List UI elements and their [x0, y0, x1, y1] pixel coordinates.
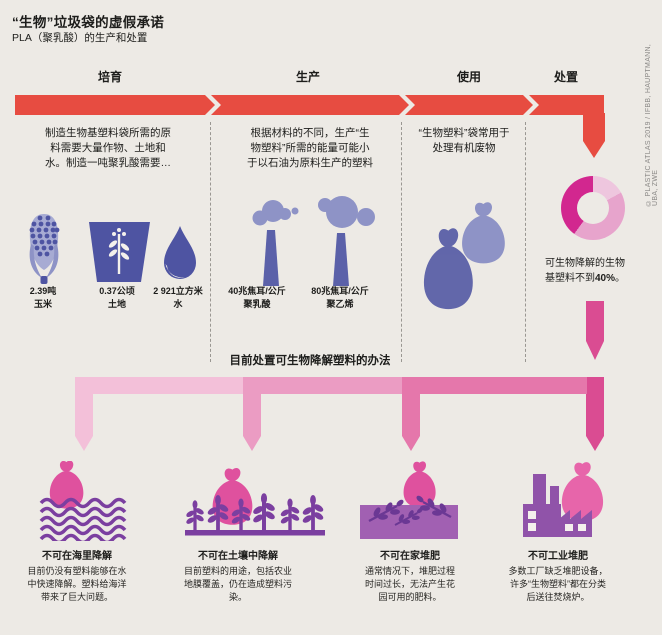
metric-pla-energy: 40兆焦耳/公斤 聚乳酸	[207, 285, 307, 311]
production-paragraph: 根据材料的不同，生产“生物塑料”所需的能量可能小于以石油为原料生产的塑料	[247, 127, 373, 169]
method-industrial: 不可工业堆肥 多数工厂缺乏堆肥设备，许多“生物塑料”都在分类后送往焚烧炉。	[506, 550, 610, 603]
method-ocean: 不可在海里降解 目前仍没有塑料能够在水中快速降解。塑料给海洋带来了巨大问题。	[25, 550, 129, 603]
cultivation-paragraph: 制造生物基塑料袋所需的原料需要大量作物、土地和水。制造一吨聚乳酸需要…	[45, 127, 171, 169]
disposal-arrow-shaft	[586, 301, 604, 341]
method-title: 不可在海里降解	[42, 551, 112, 562]
method-body: 目前仍没有塑料能够在水中快速降解。塑料给海洋带来了巨大问题。	[27, 566, 127, 602]
metric-value: 2 921立方米	[153, 286, 203, 296]
metric-value: 40兆焦耳/公斤	[228, 286, 286, 296]
donut-caption: 可生物降解的生物基塑料不到40%。	[545, 257, 633, 286]
metric-land: 0.37公顷 土地	[77, 285, 157, 311]
flow-arrow-segment-2	[211, 95, 409, 115]
garbage-bags-icon	[423, 202, 505, 310]
flow-arrow-down-shaft	[583, 113, 605, 141]
methods-arm-3	[402, 394, 420, 436]
page-subtitle: PLA（聚乳酸）的生产和处置	[12, 32, 148, 44]
bag-in-soil-icon	[185, 468, 325, 536]
metric-unit: 聚乙烯	[326, 299, 354, 309]
donut-caption-period: 。	[615, 272, 626, 284]
corn-icon	[29, 214, 60, 284]
methods-heading: 目前处置可生物降解塑料的办法	[229, 355, 391, 367]
methods-arm-1-tip	[75, 436, 93, 451]
stage-label-disposal: 处置	[553, 70, 578, 84]
metric-unit: 土地	[107, 299, 126, 309]
methods-arm-3-tip	[402, 436, 420, 451]
metric-unit: 水	[173, 299, 183, 309]
methods-arm-1	[75, 394, 93, 436]
donut-caption-value: 40%	[595, 272, 616, 284]
chimney-large-icon	[318, 196, 375, 286]
column-divider	[525, 122, 526, 362]
methods-arm-4-tip	[586, 436, 604, 451]
methods-arm-2-tip	[243, 436, 261, 451]
method-body: 多数工厂缺乏堆肥设备，许多“生物塑料”都在分类后送往焚烧炉。	[508, 566, 608, 602]
method-title: 不可工业堆肥	[528, 551, 588, 562]
chimney-small-icon	[252, 200, 299, 286]
metric-pe-energy: 80兆焦耳/公斤 聚乙烯	[290, 285, 390, 311]
page-title: “生物”垃圾袋的虚假承诺	[12, 15, 165, 30]
donut-caption-text: 可生物降解的生物基塑料不到	[545, 258, 625, 284]
methods-arm-2	[243, 394, 261, 436]
use-paragraph: “生物塑料”袋常用于处理有机废物	[418, 127, 510, 154]
water-drop-icon	[164, 226, 196, 279]
metric-corn: 2.39吨 玉米	[3, 285, 83, 311]
flow-arrow-segment-1	[15, 95, 215, 115]
stage-label-use: 使用	[456, 70, 481, 84]
stage-label-production: 生产	[295, 70, 320, 84]
metric-unit: 玉米	[33, 299, 52, 309]
column-divider	[401, 122, 402, 362]
methods-band-segment-3	[402, 377, 587, 394]
metric-value: 2.39吨	[29, 286, 57, 296]
methods-band-segment-2	[243, 377, 402, 394]
bag-in-compost-icon	[360, 461, 458, 539]
land-icon	[89, 222, 150, 282]
copyright-credit: © PLASTIC ATLAS 2019 / IFBB, HAUPTMANN, …	[645, 43, 659, 206]
method-title: 不可在家堆肥	[380, 551, 440, 562]
method-body: 通常情况下，堆肥过程时间过长，无法产生花园可用的肥料。	[364, 566, 455, 602]
methods-arm-4	[586, 394, 604, 436]
stage-label-cultivation: 培育	[97, 70, 122, 84]
metric-value: 80兆焦耳/公斤	[311, 286, 369, 296]
metric-value: 0.37公顷	[99, 286, 135, 296]
method-title: 不可在土壤中降解	[198, 551, 278, 562]
flow-arrow-segment-3	[405, 95, 533, 115]
bag-at-factory-icon	[523, 462, 604, 537]
method-soil: 不可在土壤中降解 目前塑料的用途，包括农业地膜覆盖，仍在造成塑料污染。	[182, 550, 294, 603]
metric-unit: 聚乳酸	[243, 299, 271, 309]
methods-band-segment-4	[587, 377, 604, 394]
method-compost: 不可在家堆肥 通常情况下，堆肥过程时间过长，无法产生花园可用的肥料。	[362, 550, 458, 603]
disposal-arrow-tip	[586, 341, 604, 360]
flow-arrow-down-tip	[583, 141, 605, 158]
flow-arrow-segment-4	[529, 95, 604, 115]
column-divider	[210, 122, 211, 362]
bag-in-ocean-icon	[39, 461, 127, 541]
metric-water: 2 921立方米 水	[138, 285, 218, 311]
methods-band-segment-1	[75, 377, 243, 394]
donut-chart-hole	[577, 192, 609, 224]
method-body: 目前塑料的用途，包括农业地膜覆盖，仍在造成塑料污染。	[183, 566, 292, 602]
